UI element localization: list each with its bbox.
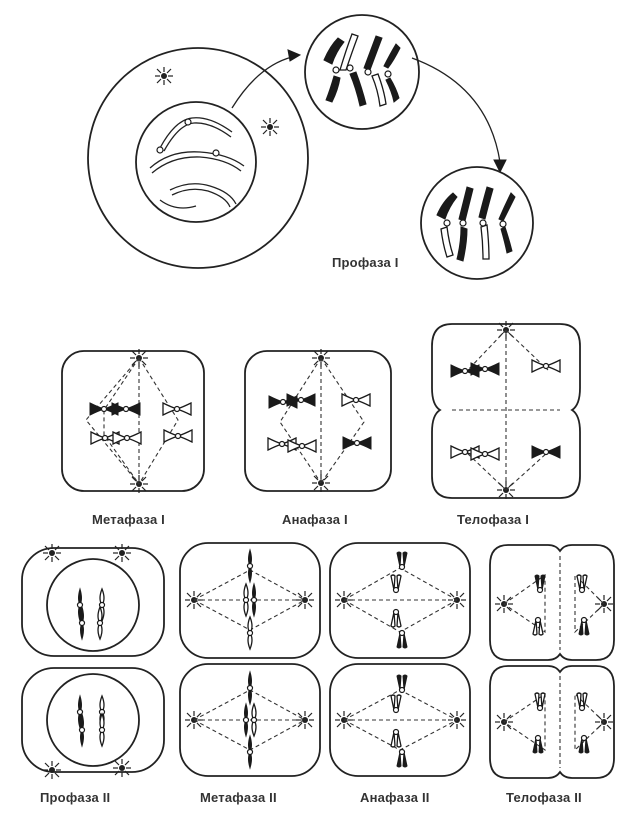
metaphase1-cell [62, 349, 204, 493]
prophase1-small-cell-top [305, 15, 419, 129]
label-metaphase2: Метафаза II [200, 790, 277, 805]
label-prophase1: Профаза I [332, 255, 399, 270]
telophase2-bottom-cell [490, 666, 614, 778]
prophase2-bottom-cell [22, 668, 164, 779]
anaphase1-cell [245, 349, 391, 492]
prophase1-big-cell [88, 48, 308, 268]
metaphase2-bottom-cell [180, 664, 320, 776]
metaphase2-top-cell [180, 543, 320, 658]
anaphase2-top-cell [330, 543, 470, 658]
label-telophase1: Телофаза I [457, 512, 529, 527]
label-prophase2: Профаза II [40, 790, 110, 805]
label-anaphase2: Анафаза II [360, 790, 430, 805]
anaphase2-bottom-cell [330, 664, 470, 776]
centrosome-icon [155, 67, 173, 85]
prophase1-small-cell-bottom [421, 167, 533, 279]
label-metaphase1: Метафаза I [92, 512, 165, 527]
telophase1-cell [432, 321, 580, 499]
label-anaphase1: Анафаза I [282, 512, 348, 527]
prophase2-top-cell [22, 544, 164, 656]
label-telophase2: Телофаза II [506, 790, 582, 805]
centrosome-icon [261, 118, 279, 136]
telophase2-top-cell [490, 545, 614, 660]
